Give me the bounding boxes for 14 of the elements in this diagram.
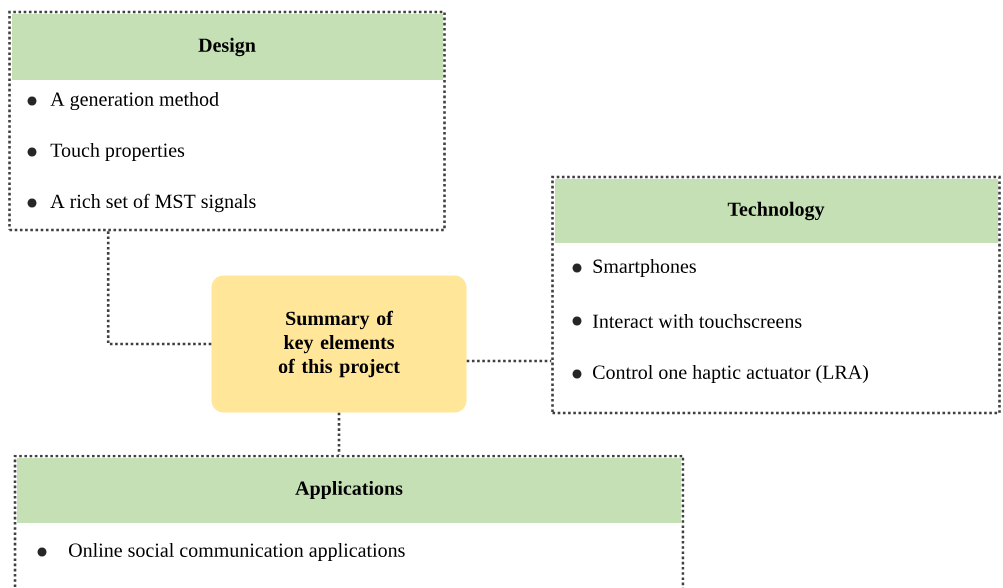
summary-box: Summary of key elements of this project bbox=[211, 275, 467, 413]
connector-line bbox=[106, 231, 212, 346]
bullet-item: Smartphones bbox=[572, 258, 696, 278]
bullet-item: Touch properties bbox=[27, 142, 185, 162]
bullet-item: Online social communication applications bbox=[37, 542, 405, 562]
heading-band: Design bbox=[12, 14, 443, 80]
heading-band: Applications bbox=[17, 458, 681, 523]
bullet-item: Interact with touchscreens bbox=[572, 313, 802, 328]
heading-band: Technology bbox=[555, 179, 998, 243]
bullet-item: Control one haptic actuator (LRA) bbox=[572, 364, 868, 384]
bullet-item: A generation method bbox=[27, 91, 219, 111]
connector-line bbox=[337, 412, 341, 455]
bullet-item: A rich set of MST signals bbox=[27, 193, 256, 213]
connector-line bbox=[466, 359, 552, 363]
